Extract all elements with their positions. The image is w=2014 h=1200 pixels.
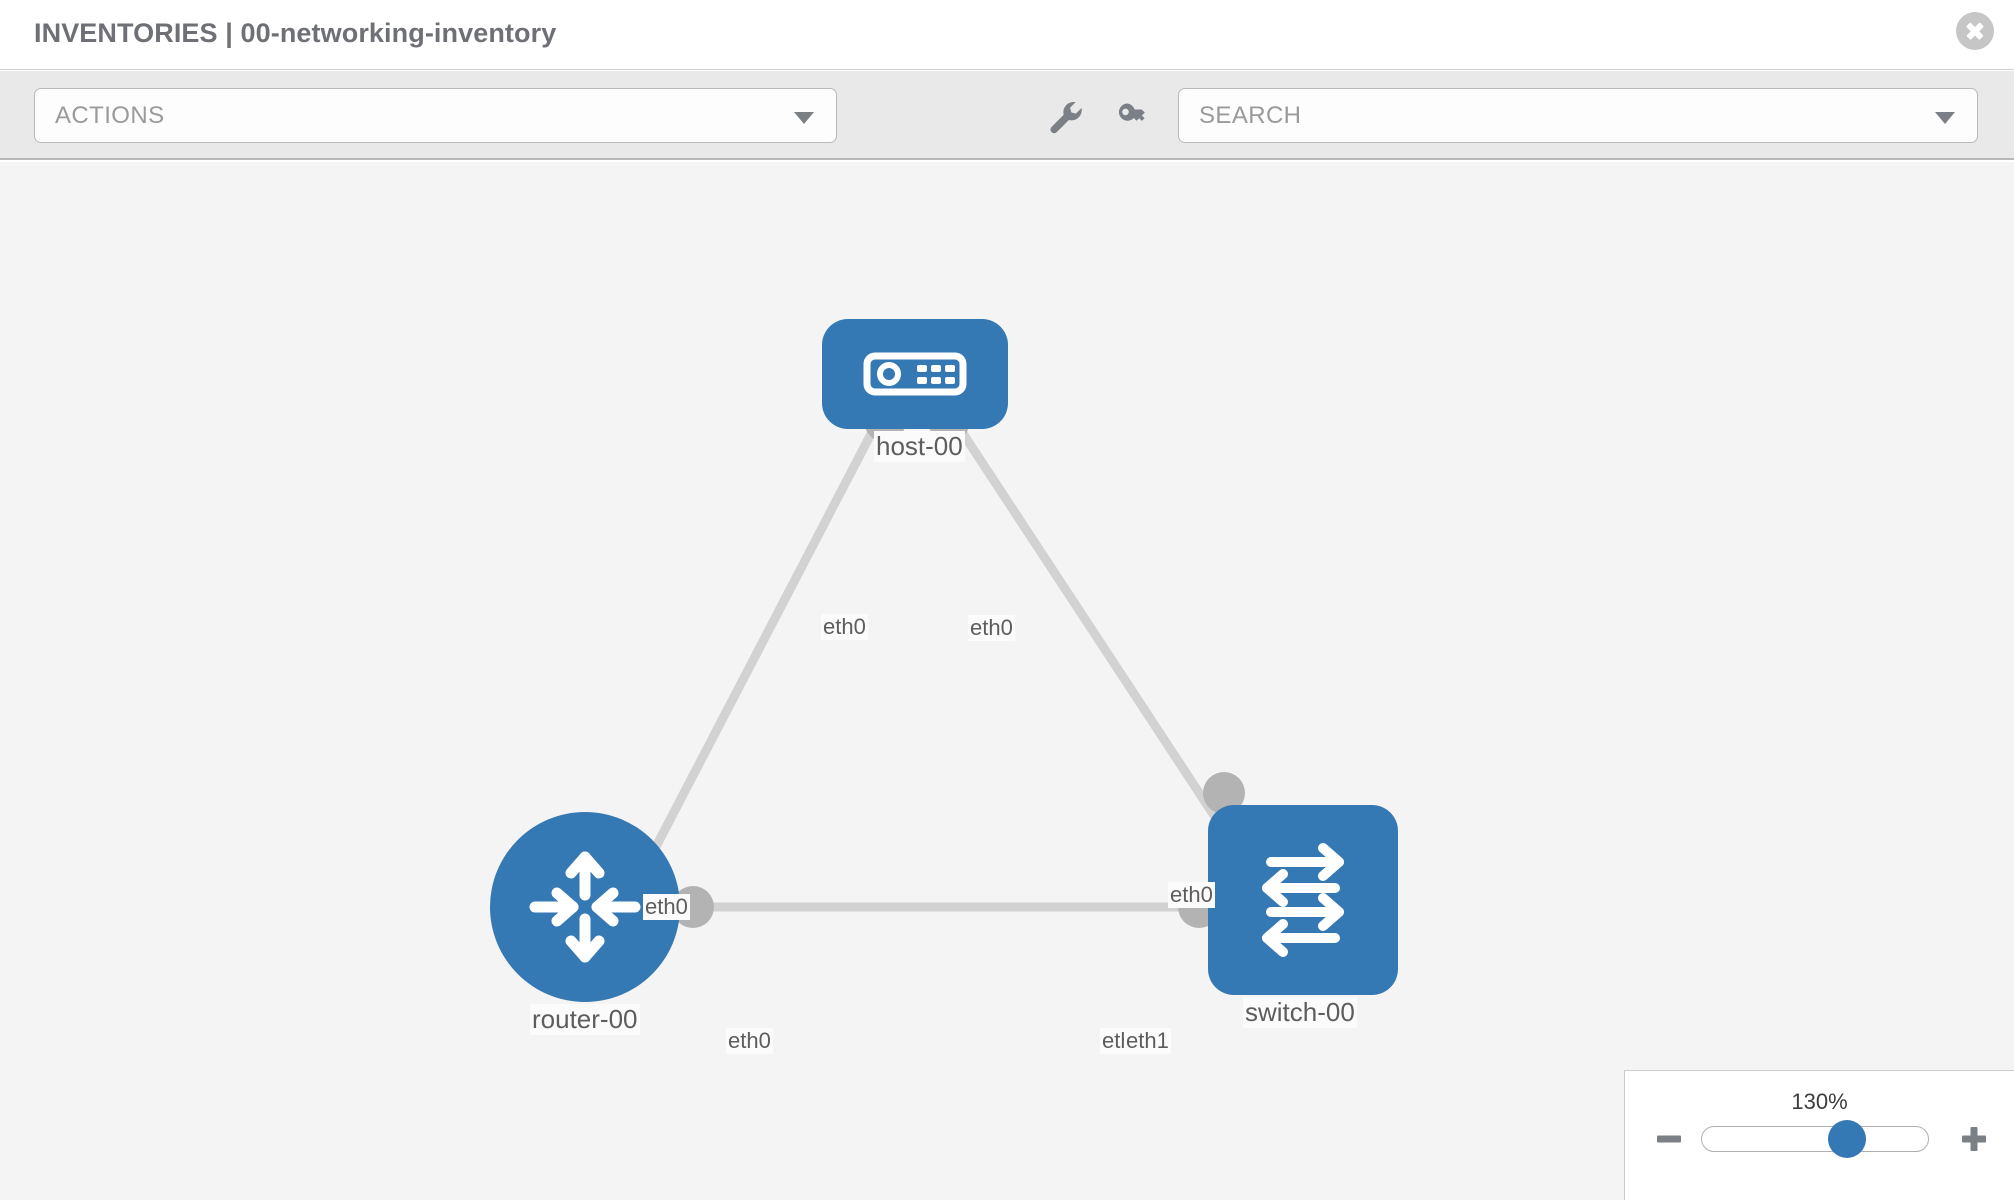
close-icon[interactable]	[1956, 12, 1994, 50]
actions-dropdown[interactable]: ACTIONS	[34, 88, 837, 143]
actions-dropdown-label: ACTIONS	[55, 101, 165, 129]
zoom-control-panel: 130%	[1624, 1070, 2014, 1200]
node-switch-00-label: switch-00	[1243, 997, 1357, 1028]
edge-label-host-right-eth0: eth0	[968, 615, 1015, 641]
topology-graph: host-00	[0, 162, 2014, 1200]
chevron-down-icon[interactable]	[1935, 111, 1955, 124]
zoom-level-label: 130%	[1791, 1089, 1848, 1114]
zoom-slider-thumb[interactable]	[1827, 1120, 1866, 1158]
toolbar: ACTIONS SEARCH	[0, 71, 2014, 160]
link-host-switch	[958, 429, 1242, 855]
switch-arrows-icon	[1262, 843, 1344, 957]
router-arrows-icon	[529, 851, 641, 963]
server-icon	[863, 352, 967, 396]
search-input[interactable]: SEARCH	[1178, 88, 1978, 143]
edge-label-switch-up-eth0: eth0	[1168, 882, 1215, 908]
node-switch-00-shape[interactable]	[1208, 805, 1398, 995]
edge-label-router-right-eth0: eth0	[726, 1028, 773, 1054]
edge-label-router-up-eth0: eth0	[643, 894, 690, 920]
topology-canvas[interactable]: host-00	[0, 162, 2014, 1200]
link-host-router	[644, 429, 876, 865]
zoom-slider[interactable]	[1701, 1120, 1929, 1158]
key-icon[interactable]	[1112, 97, 1152, 137]
chevron-down-icon	[794, 111, 814, 124]
plus-icon[interactable]	[1958, 1123, 1990, 1155]
node-router-00-label: router-00	[530, 1004, 640, 1035]
wrench-icon[interactable]	[1045, 97, 1085, 137]
page-header: INVENTORIES | 00-networking-inventory	[0, 0, 2014, 70]
topology-links	[644, 429, 1242, 912]
edge-label-host-left-eth0: eth0	[821, 614, 868, 640]
search-placeholder: SEARCH	[1199, 101, 1302, 129]
page-title: INVENTORIES | 00-networking-inventory	[34, 18, 557, 48]
node-host-00-shape[interactable]	[822, 319, 1008, 429]
edge-label-switch-left-eth1: eth1	[1124, 1028, 1171, 1054]
node-host-00-label: host-00	[874, 431, 965, 462]
minus-icon[interactable]	[1653, 1123, 1685, 1155]
